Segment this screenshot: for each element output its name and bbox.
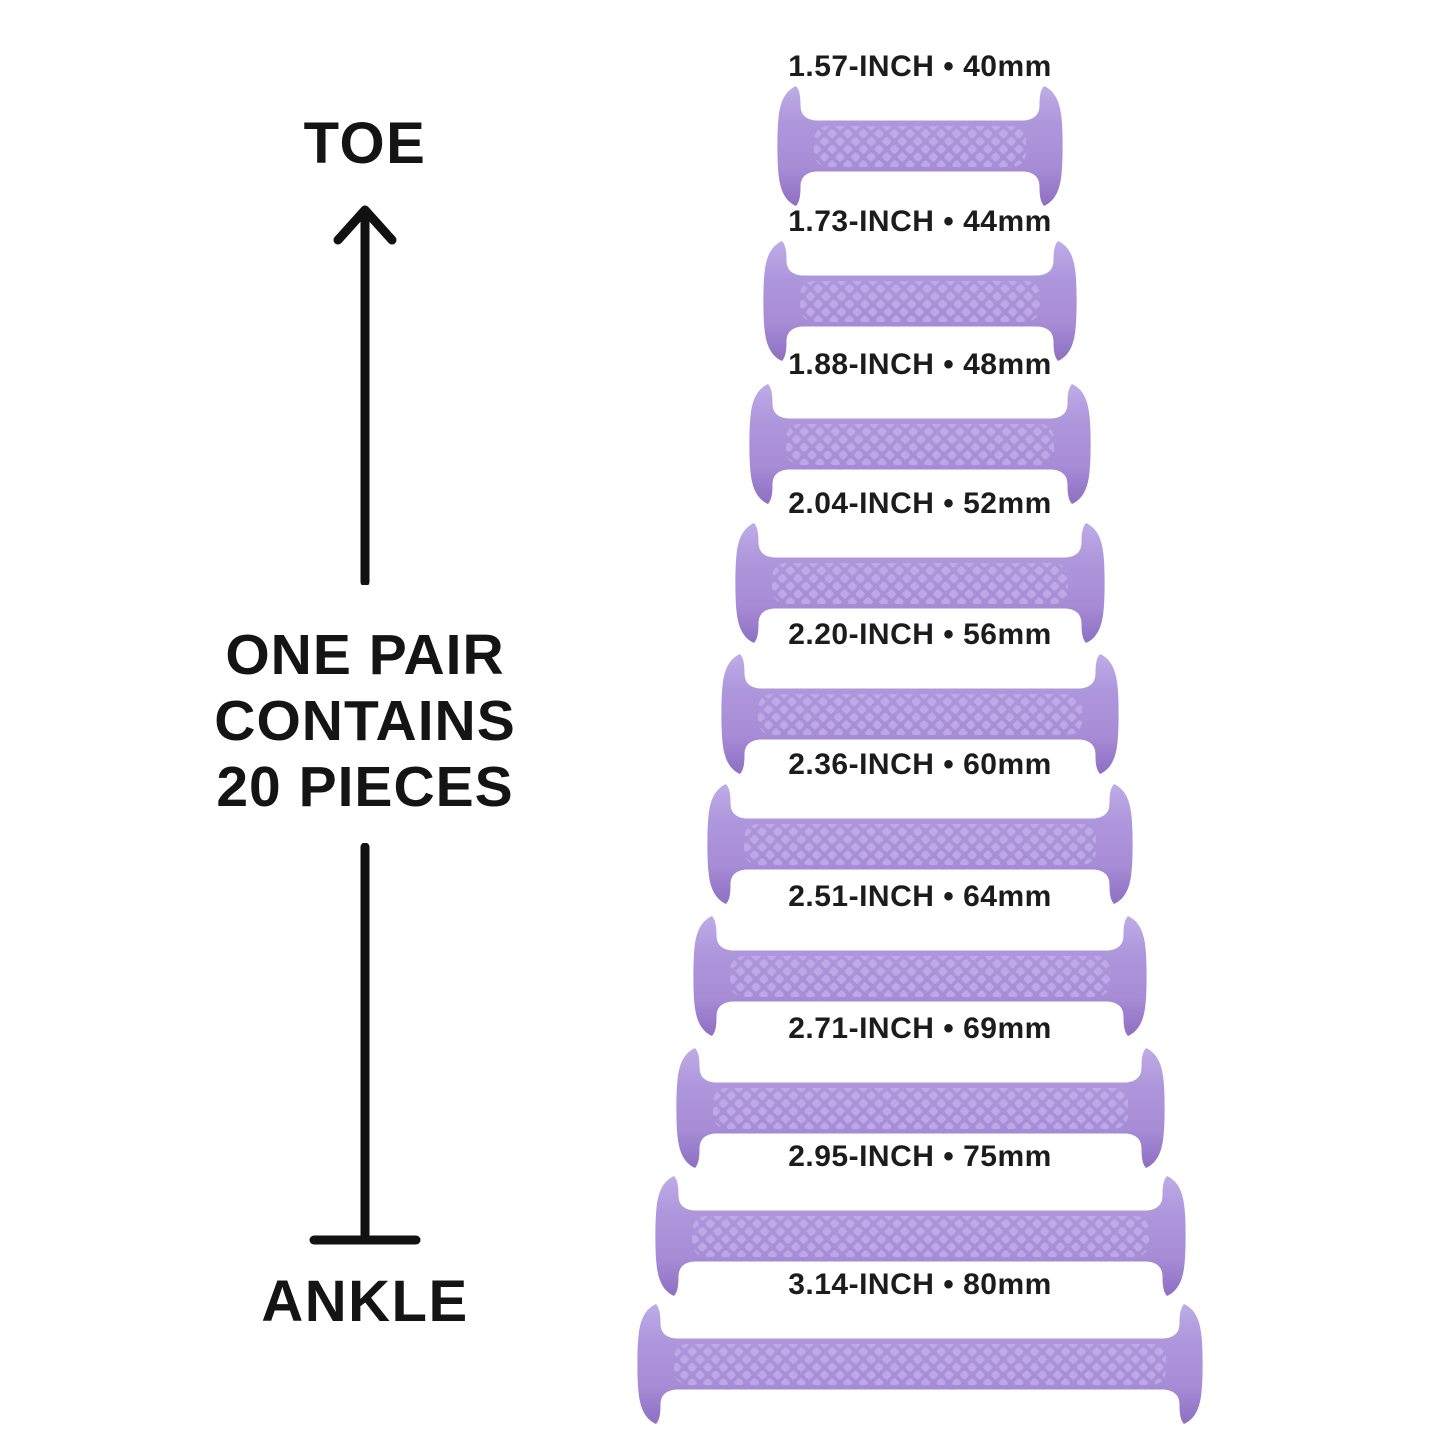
lace-image [777,86,1063,206]
lace-size-label: 2.36-INCH • 60mm [788,748,1052,781]
lace-size-label: 2.71-INCH • 69mm [788,1012,1052,1045]
pair-contents-line3: 20 PIECES [216,755,514,819]
pair-contents-line1: ONE PAIR [225,623,505,687]
pair-contents-line2: CONTAINS [214,689,516,753]
lace-size-label: 2.20-INCH • 56mm [788,618,1052,651]
lace-image [735,523,1105,643]
toe-arrow-up-icon [333,205,397,585]
lace-image [721,654,1119,774]
lace-size-label: 2.51-INCH • 64mm [788,880,1052,913]
ankle-label: ANKLE [261,1269,469,1334]
lace-image [749,384,1091,504]
lace-size-label: 2.95-INCH • 75mm [788,1140,1052,1173]
ankle-line-icon [309,843,421,1245]
lace-size-label: 2.04-INCH • 52mm [788,487,1052,520]
pair-contents-note: ONE PAIR CONTAINS 20 PIECES [214,622,515,820]
lace-size-label: 1.57-INCH • 40mm [788,50,1052,83]
lace-size-label: 1.88-INCH • 48mm [788,348,1052,381]
lace-image [707,784,1133,904]
lace-image [675,1048,1165,1168]
lace-size-label: 3.14-INCH • 80mm [788,1268,1052,1301]
lace-image [763,241,1077,361]
lace-image [693,916,1147,1036]
lace-image [637,1304,1203,1424]
lace-image [654,1176,1186,1296]
lace-size-label: 1.73-INCH • 44mm [788,205,1052,238]
toe-label: TOE [303,111,427,176]
